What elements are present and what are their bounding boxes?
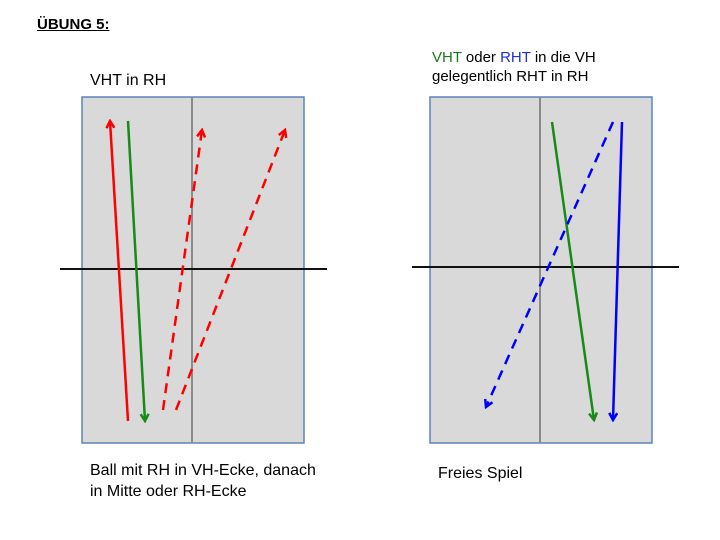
exercise-title: ÜBUNG 5:: [37, 16, 110, 33]
green-arrow-right: [550, 121, 594, 420]
right-panel-bottom-label: Freies Spiel: [438, 465, 523, 482]
left-panel-top-label: VHT in RH: [90, 72, 167, 89]
red-arrow-solid: [110, 121, 130, 422]
right-table: [412, 96, 679, 444]
blue-arrow-solid: [613, 121, 624, 420]
in-die-vh-label: in die VH: [530, 49, 596, 66]
oder-label: oder: [461, 49, 501, 66]
right-panel-top-label: VHT oder RHT in die VH gelegentlich RHT i…: [432, 48, 596, 86]
left-table: [60, 96, 327, 444]
vht-label: VHT: [432, 49, 462, 66]
right-panel-top-label-line2: gelegentlich RHT in RH: [432, 68, 589, 85]
rht-label: RHT: [500, 49, 531, 66]
red-arrow-dashed-center: [161, 130, 202, 411]
green-arrow: [126, 120, 145, 421]
blue-arrow-dashed: [486, 121, 615, 407]
left-panel-bottom-label: Ball mit RH in VH-Ecke, danach in Mitte …: [90, 462, 316, 500]
